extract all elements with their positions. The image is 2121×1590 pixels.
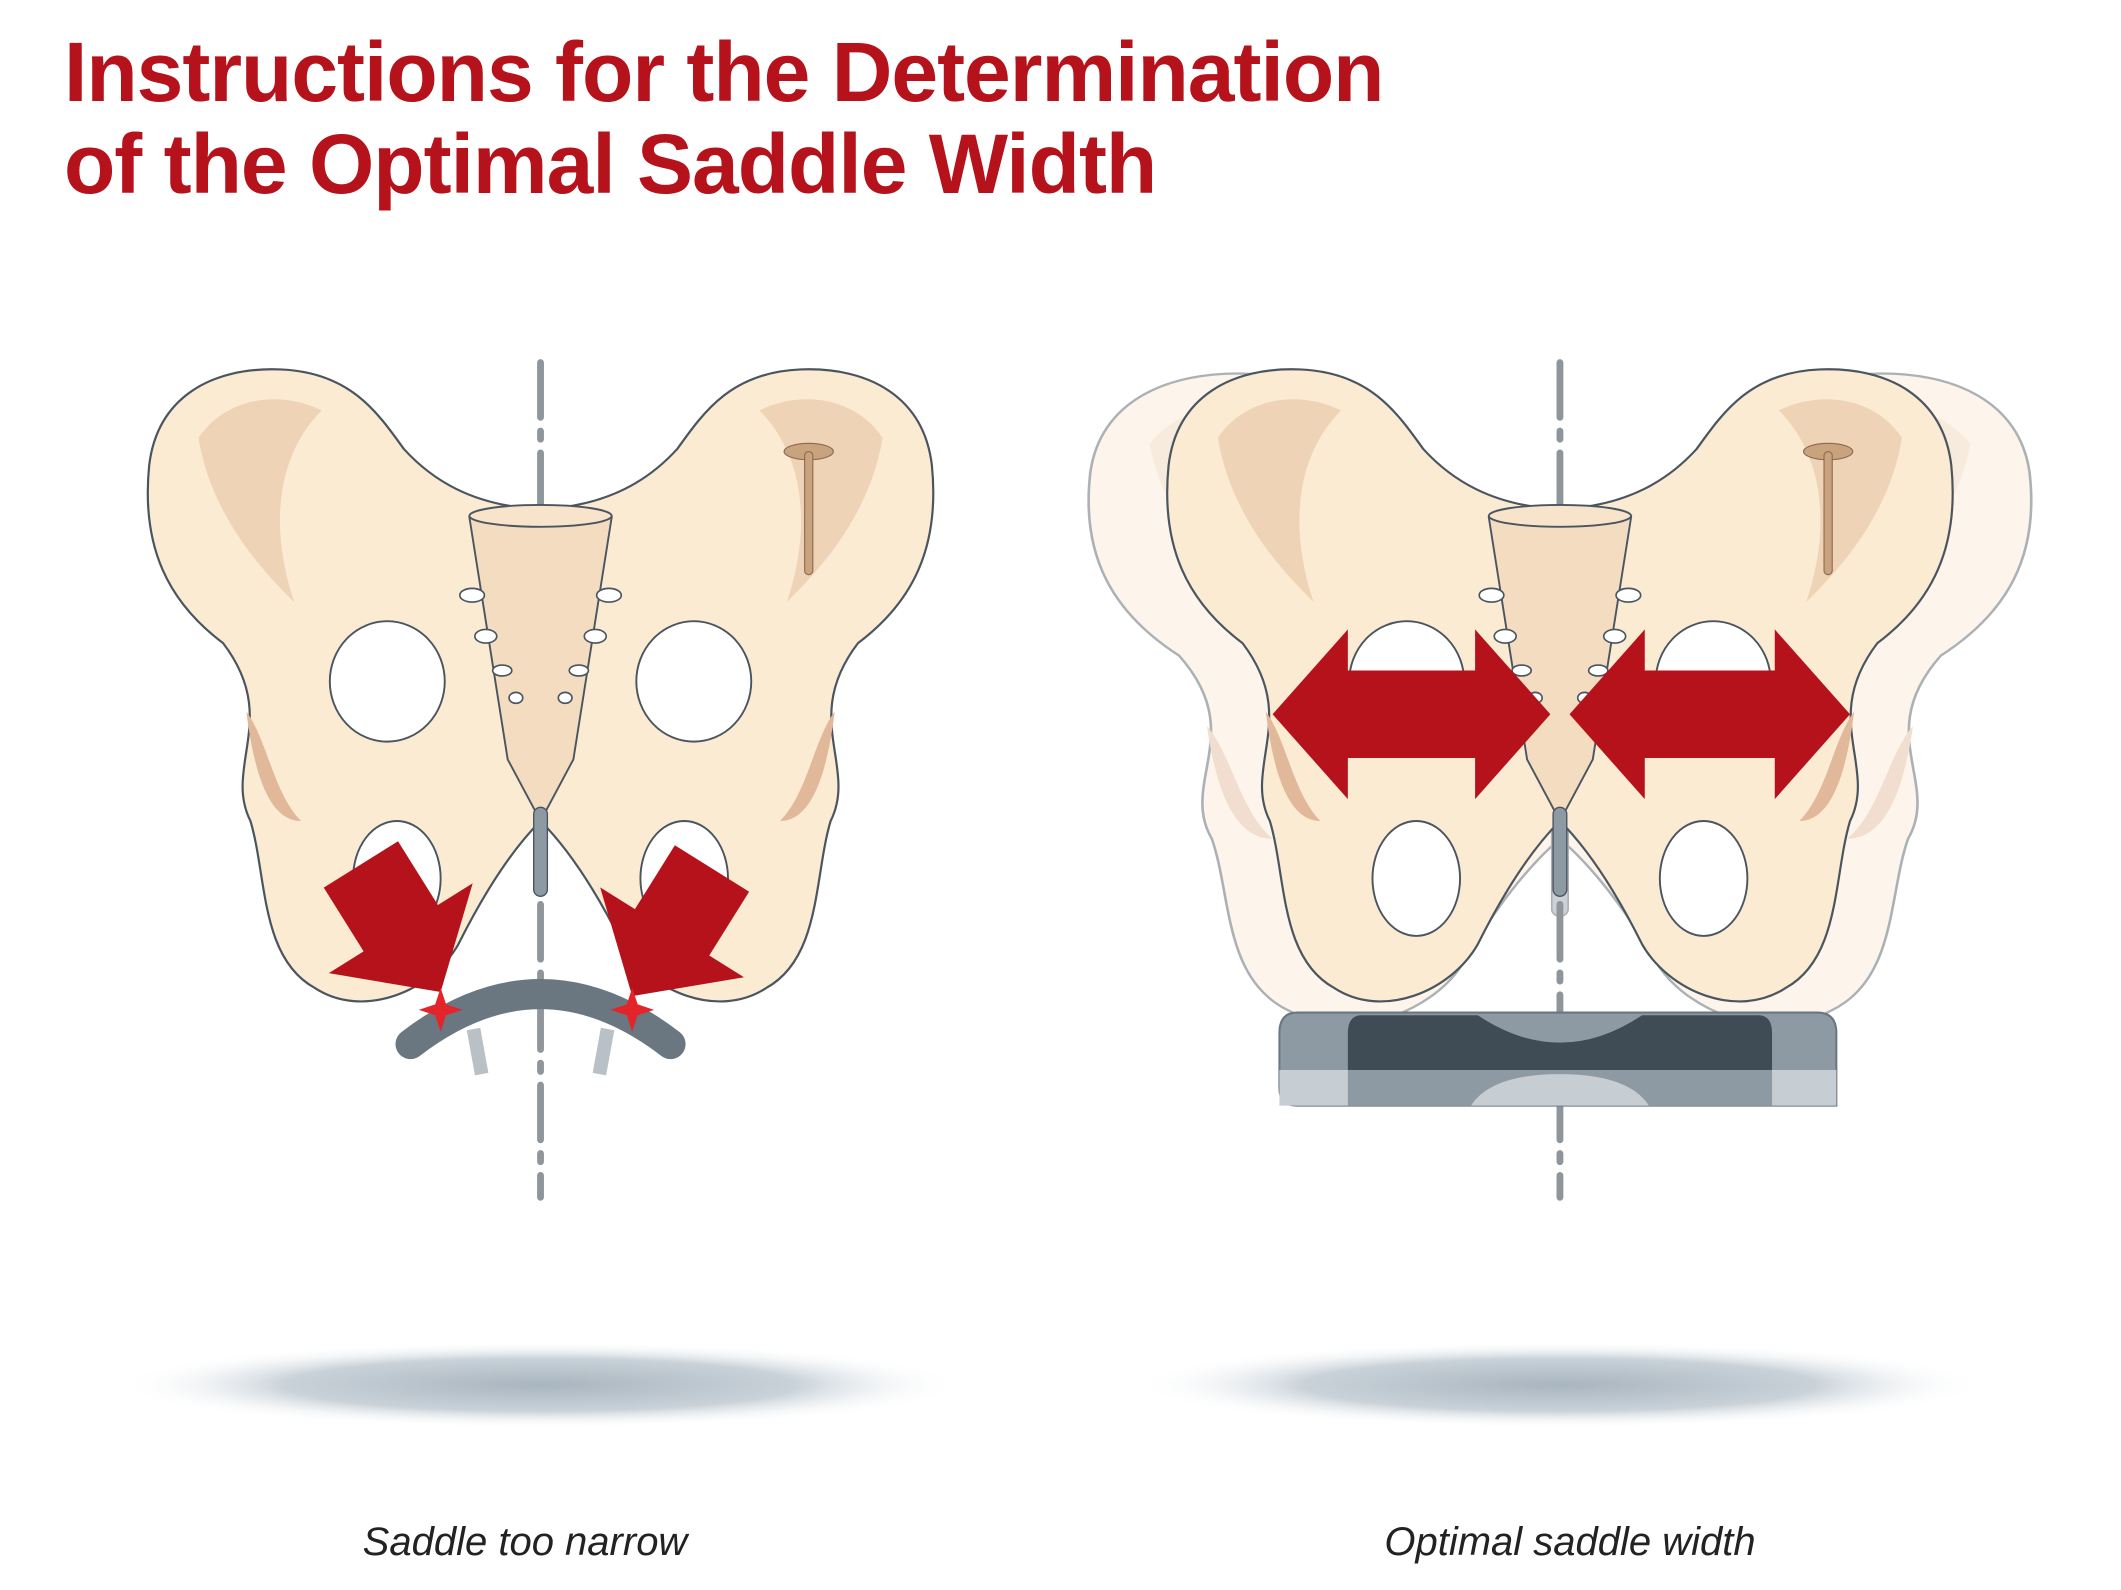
- caption-optimal-saddle-width: Optimal saddle width: [1384, 1520, 1756, 1564]
- figure-optimal-saddle-width: [1089, 359, 2032, 1429]
- optimal-saddle: [1278, 1011, 1838, 1107]
- title-line-1: Instructions for the Determination: [64, 25, 1384, 119]
- figure-saddle-too-narrow: [116, 359, 965, 1429]
- title-line-2: of the Optimal Saddle Width: [64, 117, 1157, 211]
- caption-saddle-too-narrow: Saddle too narrow: [362, 1520, 688, 1564]
- ground-shadow: [1135, 1340, 1985, 1429]
- narrow-saddle: [395, 979, 686, 1076]
- page-title: Instructions for the Determination of th…: [64, 25, 1384, 211]
- ground-shadow: [116, 1340, 965, 1429]
